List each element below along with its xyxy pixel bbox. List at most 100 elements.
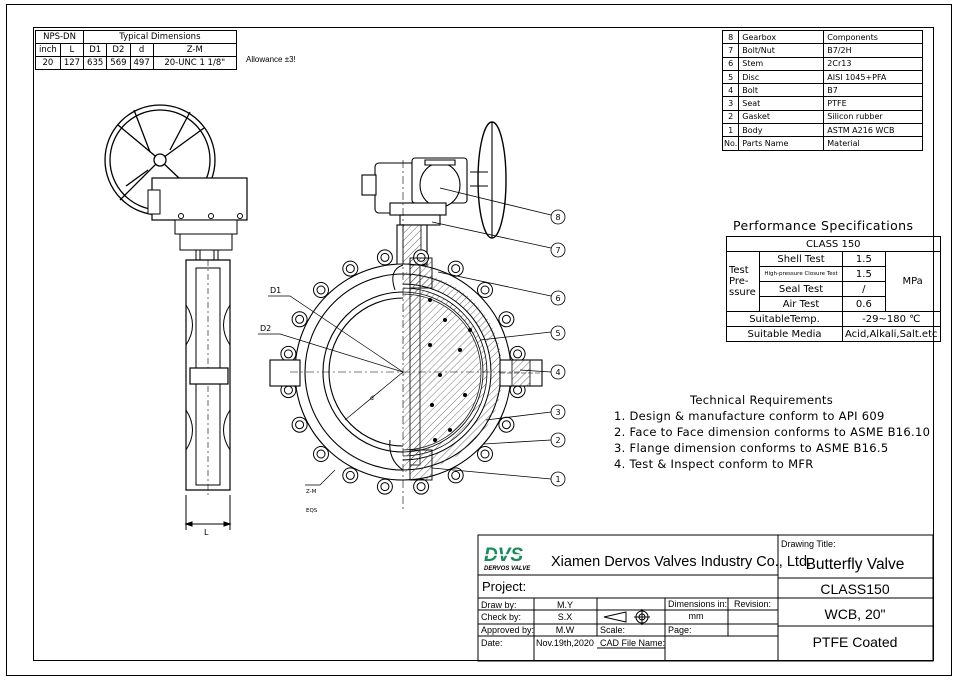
- section-dot: [428, 298, 432, 302]
- drawing-title: Butterfly Valve: [806, 556, 905, 573]
- dims-cell: 20: [35, 56, 61, 70]
- lug-bolt-hole-inner: [295, 420, 305, 430]
- lug-bolt-hole: [376, 249, 393, 266]
- lug-bolt-hole-inner: [295, 314, 305, 324]
- cad-file-label: CAD File Name:: [600, 638, 665, 648]
- lug-bolt-hole-inner: [513, 349, 523, 359]
- lug-bolt-hole-inner: [316, 449, 326, 459]
- part-name: Bolt/Nut: [738, 43, 825, 58]
- approved-by-value: M.W: [556, 625, 575, 635]
- l-label: L: [204, 528, 209, 537]
- lug-bolt-hole: [291, 416, 308, 433]
- company-name: Xiamen Dervos Valves Industry Co., Ltd.: [551, 554, 811, 570]
- date-value: Nov.19th,2020: [536, 638, 594, 648]
- lug-bolt-hole: [376, 478, 393, 495]
- section-dot: [430, 403, 434, 407]
- check-by-label: Check by:: [481, 612, 521, 622]
- callout-label: 7: [555, 246, 560, 255]
- technical-title: Technical Requirements: [690, 393, 834, 407]
- drawing-class: CLASS150: [820, 581, 889, 597]
- part-no: 7: [721, 43, 740, 58]
- lug-bolt-hole-inner: [380, 252, 390, 262]
- dimensions-unit: mm: [689, 611, 704, 621]
- drawing-size: WCB, 20": [825, 606, 886, 622]
- section-dot: [458, 348, 462, 352]
- callout-label: 5: [555, 329, 560, 338]
- performance-title: Performance Specifications: [733, 218, 914, 233]
- lug-bolt-hole-inner: [283, 349, 293, 359]
- section-dot: [468, 328, 472, 332]
- dims-cell: 20-UNC 1 1/8": [152, 56, 237, 70]
- section-dot: [428, 343, 432, 347]
- technical-item: 4. Test & Inspect conform to MFR: [614, 457, 814, 471]
- lug-bolt-hole: [498, 311, 515, 328]
- parts-header-no: No.: [721, 136, 740, 151]
- technical-requirements: Technical Requirements 1. Design & manuf…: [614, 392, 930, 472]
- gearbox: [361, 121, 507, 239]
- perf-test-label: Test Pre- ssure: [726, 251, 760, 312]
- lug-bolt-hole-inner: [501, 314, 511, 324]
- projection-symbol-icon: [603, 609, 650, 625]
- draw-by-value: M.Y: [557, 600, 573, 610]
- lug-bolt-hole: [447, 467, 464, 484]
- check-by-value: S.X: [558, 612, 573, 622]
- callout-label: 2: [555, 436, 560, 445]
- technical-item: 3. Flange dimension conforms to ASME B16…: [614, 441, 889, 455]
- page-label: Page:: [668, 625, 692, 635]
- technical-item: 2. Face to Face dimension conforms to AS…: [614, 425, 931, 439]
- parts-header-name: Parts Name: [738, 136, 825, 151]
- callout-label: 6: [555, 294, 560, 303]
- lug-bolt-hole: [291, 311, 308, 328]
- lug-bolt-hole-inner: [451, 264, 461, 274]
- lug-bolt-hole-inner: [345, 264, 355, 274]
- allowance-note: Allowance ±3!: [246, 55, 296, 64]
- lug-bolt-hole-inner: [380, 482, 390, 492]
- part-material: Components: [823, 29, 924, 45]
- lug-bolt-hole-inner: [451, 470, 461, 480]
- project-label: Project:: [482, 579, 526, 594]
- section-dot: [448, 428, 452, 432]
- lug-bolt-hole: [313, 446, 329, 462]
- lug-bolt-hole: [313, 282, 329, 298]
- lug-bolt-hole: [342, 260, 359, 277]
- drawing-sheet: [6, 4, 952, 676]
- perf-media-label: Suitable Media: [726, 326, 843, 342]
- date-label: Date:: [481, 638, 503, 648]
- approved-by-label: Approved by:: [481, 625, 534, 635]
- part-no: 6: [721, 56, 740, 71]
- d-label: d: [370, 395, 374, 402]
- callout-label: 4: [555, 368, 560, 377]
- side-view: [104, 104, 248, 530]
- eqs-label: EQS: [306, 508, 318, 514]
- zm-label: Z-M: [306, 489, 317, 495]
- lug-bolt-hole-inner: [501, 420, 511, 430]
- perf-unit: MPa: [884, 251, 941, 312]
- dims-cell: 497: [129, 56, 154, 70]
- callout-label: 1: [555, 475, 560, 484]
- d2-label: D2: [260, 324, 271, 333]
- lug-bolt-hole-inner: [345, 470, 355, 480]
- callouts: [431, 187, 566, 487]
- logo-sub: DERVOS VALVE: [484, 566, 531, 572]
- callout-label: 8: [555, 213, 560, 222]
- d1-label: D1: [270, 286, 281, 295]
- part-no: 8: [721, 29, 740, 45]
- perf-media-value: Acid,Alkali,Salt.etc: [842, 326, 941, 342]
- performance-table: CLASS 150 Test Pre- ssure Shell Test 1.5…: [726, 236, 941, 342]
- callout-label: 3: [555, 408, 560, 417]
- lug-bolt-hole-inner: [316, 285, 326, 295]
- lug-bolt-hole-inner: [416, 482, 426, 492]
- lug-bolt-hole: [477, 282, 493, 298]
- dimensions-table: NPS-DN Typical Dimensions inch L D1 D2 d…: [34, 30, 237, 70]
- lug-bolt-hole-inner: [480, 285, 490, 295]
- section-dot: [443, 318, 447, 322]
